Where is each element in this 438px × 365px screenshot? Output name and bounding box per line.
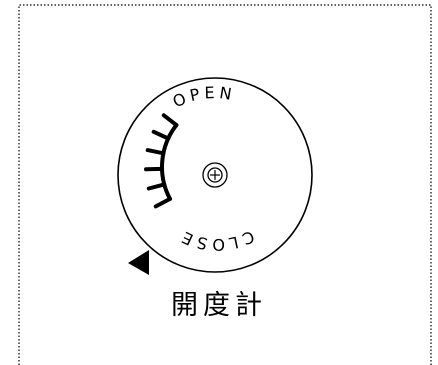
caption: 開度計 [171, 290, 267, 321]
center-hub-inner [207, 167, 223, 183]
scale-tick [146, 182, 167, 191]
center-hub-outer [202, 162, 228, 188]
pointer-triangle-icon [128, 250, 149, 275]
dotted-border [18, 4, 432, 365]
scale-tick [153, 196, 172, 209]
scale-tick [151, 129, 171, 141]
scale-tick [161, 113, 179, 128]
scale-arc [160, 123, 179, 201]
scale-tick [145, 148, 166, 156]
scale-ticks [144, 113, 179, 209]
